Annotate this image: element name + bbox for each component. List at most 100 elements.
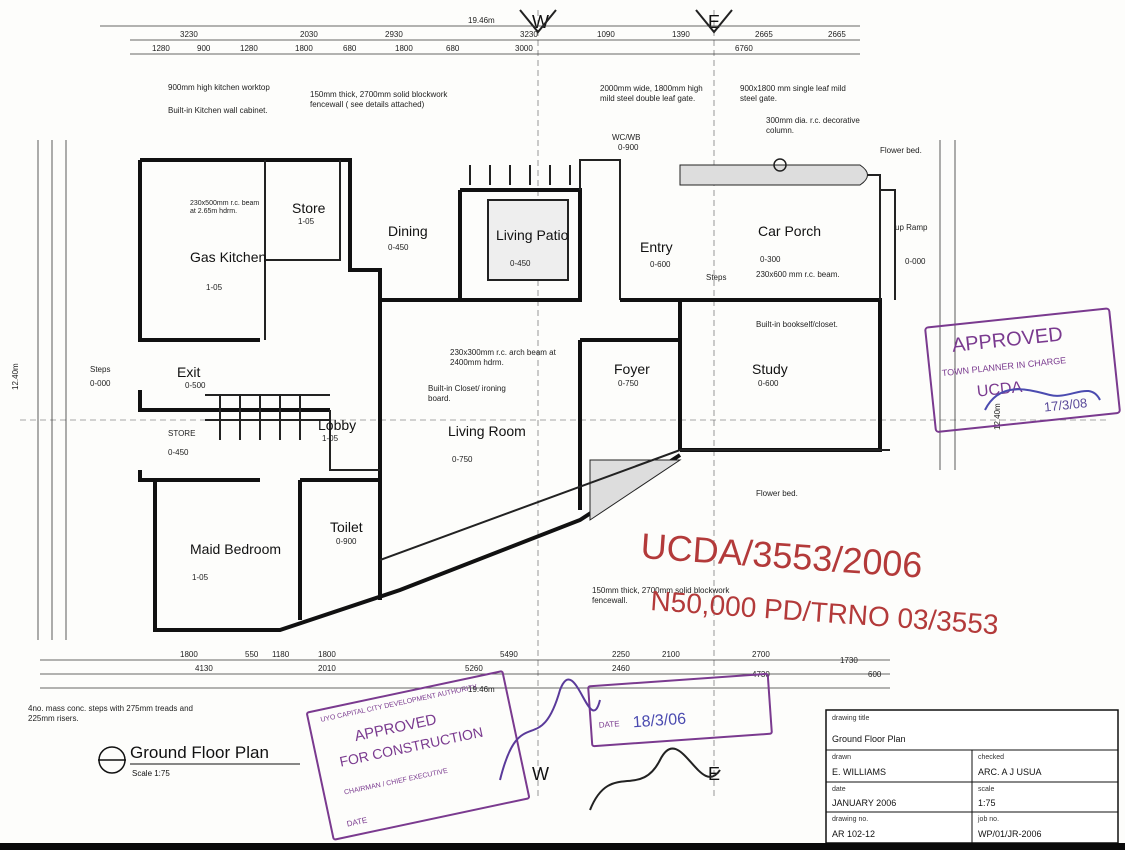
stamp-date-top: 17/3/08 <box>1043 395 1088 414</box>
room-label-car-porch: Car Porch <box>758 223 821 239</box>
bottom-dim: 1180 <box>272 650 290 659</box>
top-dim: 1280 <box>152 44 170 53</box>
stamp-date-label: DATE <box>346 816 368 829</box>
tb-drawing-no: AR 102-12 <box>832 829 875 839</box>
handwriting-line-2: N50,000 PD/TRNO 03/3553 <box>650 585 1000 640</box>
note-worktop: 900mm high kitchen worktop <box>168 83 270 92</box>
top-dim: 1280 <box>240 44 258 53</box>
note-fencewall-bottom: 150mm thick, 2700mm solid blockwork fenc… <box>592 586 730 605</box>
room-label-lobby: Lobby <box>318 417 356 433</box>
tb-drawing-title: Ground Floor Plan <box>832 734 906 744</box>
left-overall-dim: 12.40m <box>11 363 20 390</box>
note-column: 300mm dia. r.c. decorative column. <box>766 116 860 135</box>
signature-marks <box>499 388 1101 811</box>
room-ref-wc-wb: 0-900 <box>618 143 639 152</box>
grid-lines <box>20 10 1110 800</box>
note-fencewall-top: 150mm thick, 2700mm solid blockwork fenc… <box>310 90 448 109</box>
walls <box>138 158 896 632</box>
stamp-agency: UCDA <box>976 379 1023 401</box>
note-kitchen-beam: 230x500mm r.c. beam at 2.65m hdrm. <box>190 200 260 216</box>
room-label-exit: Exit <box>177 364 200 380</box>
note-wall-cabinet: Built-in Kitchen wall cabinet. <box>168 106 268 115</box>
tb-drawing-title-label: drawing title <box>832 715 869 722</box>
bottom-dim: 2100 <box>662 650 680 659</box>
room-ref-lobby: 1-05 <box>322 434 339 443</box>
room-label-maid-bedroom: Maid Bedroom <box>190 541 281 557</box>
plan-scale: Scale 1:75 <box>132 769 170 778</box>
stamp-approved-top: APPROVED <box>951 323 1064 356</box>
section-marks: W E W E <box>519 9 733 784</box>
room-label-wc-wb: WC/WB <box>612 133 640 142</box>
top-dim: 2665 <box>755 30 773 39</box>
tb-date: JANUARY 2006 <box>832 798 896 808</box>
section-mark-w-top: W <box>532 12 549 32</box>
tb-scale: 1:75 <box>978 798 996 808</box>
room-ref-foyer: 0-750 <box>618 379 639 388</box>
bottom-dim: 2250 <box>612 650 630 659</box>
bottom-dim: 1800 <box>318 650 336 659</box>
note-flower-bed-mid: Flower bed. <box>756 489 798 498</box>
plan-heading: Ground Floor Plan Scale 1:75 <box>98 743 300 778</box>
room-ref-living-patio: 0-450 <box>510 259 531 268</box>
top-dim: 1800 <box>395 44 413 53</box>
room-ref-living-room: 0-750 <box>452 455 473 464</box>
stamp-construction: UYO CAPITAL CITY DEVELOPMENT AUTHORITY A… <box>306 670 531 841</box>
room-label-foyer: Foyer <box>614 361 650 377</box>
tb-job-no-label: job no. <box>977 816 999 823</box>
room-labels: Store 1-05 Dining 0-450 Living Patio 0-4… <box>90 133 821 582</box>
section-mark-e-top: E <box>708 12 720 32</box>
room-ref-dining: 0-450 <box>388 243 409 252</box>
bottom-dim: 1800 <box>180 650 198 659</box>
tb-date-label: date <box>832 786 846 793</box>
bottom-dim: 2010 <box>318 664 336 673</box>
note-bookshelf: Built-in bookself/closet. <box>756 320 838 329</box>
room-label-dining: Dining <box>388 223 428 239</box>
room-ref-store: 1-05 <box>298 217 315 226</box>
room-ref-study: 0-600 <box>758 379 779 388</box>
annotations: 900mm high kitchen worktop Built-in Kitc… <box>28 83 928 723</box>
title-block: drawing title Ground Floor Plan drawn E.… <box>825 709 1119 844</box>
bottom-dim: 2700 <box>752 650 770 659</box>
plan-title: Ground Floor Plan <box>130 743 269 762</box>
stamp-town-planner: APPROVED TOWN PLANNER IN CHARGE UCDA 17/… <box>924 307 1121 433</box>
top-dim: 2030 <box>300 30 318 39</box>
note-mass-steps: 4no. mass conc. steps with 275mm treads … <box>28 704 193 723</box>
stamp-chairman: CHAIRMAN / CHIEF EXECUTIVE <box>344 768 449 797</box>
tb-checked: ARC. A J USUA <box>978 767 1042 777</box>
handwriting-line-1: UCDA/3553/2006 <box>639 525 923 586</box>
room-label-study: Study <box>752 361 788 377</box>
scan-edge <box>0 843 1125 850</box>
room-ref-maid-bedroom: 1-05 <box>192 573 209 582</box>
room-ref-gas-kitchen: 1-05 <box>206 283 223 292</box>
note-arch-beam: 230x300mm r.c. arch beam at 2400mm hdrm. <box>450 348 556 367</box>
stamp-date-bottom: 18/3/06 <box>632 711 687 732</box>
room-ref-car-porch: 0-300 <box>760 255 781 264</box>
room-ref-store-small: 0-450 <box>168 448 189 457</box>
svg-text:DATE: DATE <box>599 719 620 729</box>
tb-drawn-label: drawn <box>832 754 851 761</box>
top-dim: 2930 <box>385 30 403 39</box>
bottom-dim: 4130 <box>195 664 213 673</box>
top-dim: 1090 <box>597 30 615 39</box>
note-steps-entry: Steps <box>706 273 726 282</box>
tb-job-no: WP/01/JR-2006 <box>978 829 1042 839</box>
room-label-entry: Entry <box>640 239 673 255</box>
bottom-dim: 2460 <box>612 664 630 673</box>
room-label-store: Store <box>292 200 326 216</box>
handwritten-permit-note: UCDA/3553/2006 N50,000 PD/TRNO 03/3553 <box>639 525 999 640</box>
tb-drawing-no-label: drawing no. <box>832 816 868 823</box>
section-mark-e-bottom: E <box>708 764 720 784</box>
stamp-town-planner-text: TOWN PLANNER IN CHARGE <box>941 355 1066 378</box>
top-dim: 1800 <box>295 44 313 53</box>
top-dim: 6760 <box>735 44 753 53</box>
tb-scale-label: scale <box>978 786 994 793</box>
top-dim: 900 <box>197 44 211 53</box>
right-overall-dim: 12.40m <box>993 403 1002 430</box>
top-dim: 1390 <box>672 30 690 39</box>
top-dim: 3000 <box>515 44 533 53</box>
note-ramp: up Ramp <box>895 223 928 232</box>
room-label-toilet: Toilet <box>330 519 363 535</box>
note-flower-bed-top: Flower bed. <box>880 146 922 155</box>
room-label-living-patio: Living Patio <box>496 227 569 243</box>
